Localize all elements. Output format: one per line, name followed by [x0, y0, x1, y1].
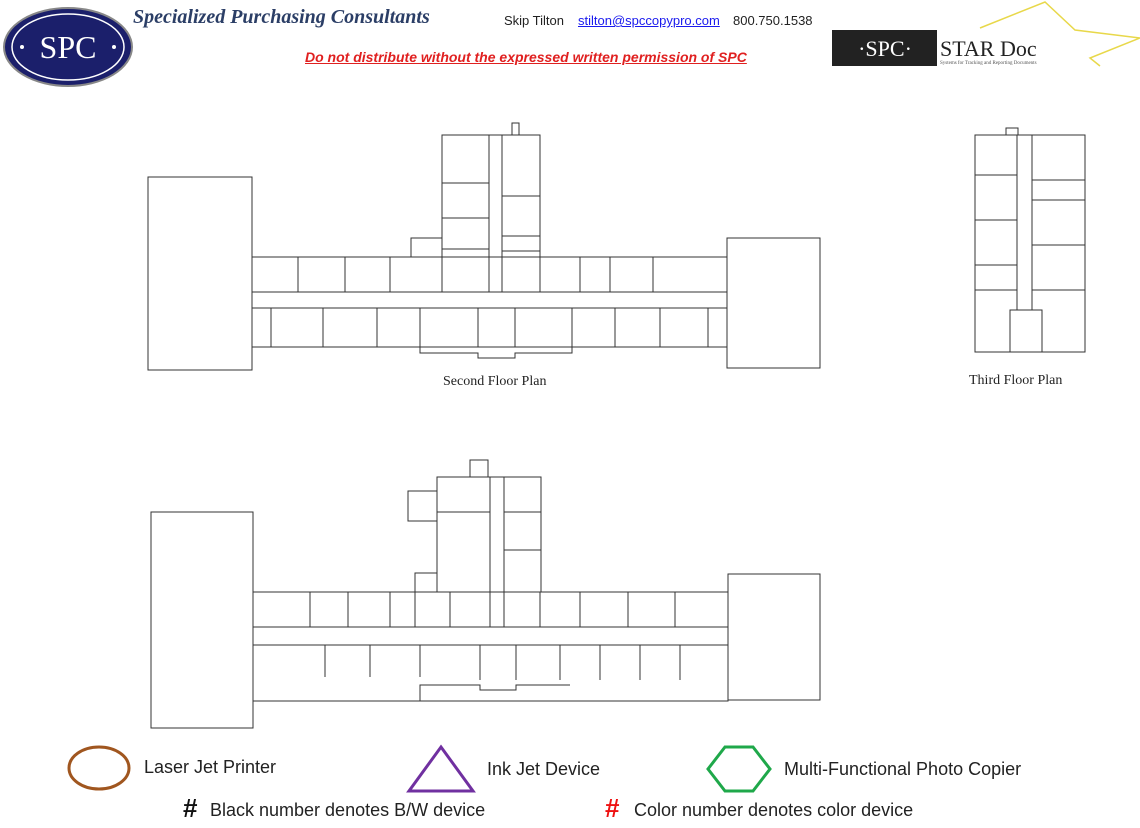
svg-text:·SPC·: ·SPC·: [858, 36, 912, 61]
legend-ink-jet: Ink Jet Device: [487, 759, 601, 779]
laser-jet-circle-icon: [67, 745, 131, 791]
second-floor-plan: [147, 122, 821, 371]
distribution-warning: Do not distribute without the expressed …: [305, 49, 747, 65]
contact-phone: 800.750.1538: [733, 13, 813, 28]
legend-bw-note: Black number denotes B/W device: [210, 800, 486, 820]
legend-color-note: Color number denotes color device: [634, 800, 914, 820]
contact-email-link[interactable]: stilton@spccopypro.com: [578, 13, 720, 28]
contact-name: Skip Tilton: [504, 13, 564, 28]
third-floor-label: Third Floor Plan: [969, 373, 1063, 388]
company-name: Specialized Purchasing Consultants: [133, 6, 430, 28]
svg-text:SPC: SPC: [40, 29, 97, 65]
svg-text:Systems for Tracking and Repor: Systems for Tracking and Reporting Docum…: [940, 61, 1037, 66]
legend-laser-jet: Laser Jet Printer: [144, 757, 277, 777]
legend-mfp: Multi-Functional Photo Copier: [784, 759, 1022, 779]
second-floor-label: Second Floor Plan: [443, 374, 547, 389]
svg-text:STAR Doc: STAR Doc: [940, 36, 1037, 61]
mfp-hexagon-icon: [706, 745, 772, 793]
first-floor-plan: [150, 459, 821, 729]
third-floor-plan: [974, 127, 1086, 353]
star-doc-logo: ·SPC· STAR Doc Systems for Tracking and …: [832, 1, 1140, 67]
spc-logo: SPC: [3, 7, 133, 87]
red-hash-symbol: #: [605, 793, 620, 823]
black-hash-symbol: #: [183, 793, 198, 823]
ink-jet-triangle-icon: [406, 744, 476, 793]
